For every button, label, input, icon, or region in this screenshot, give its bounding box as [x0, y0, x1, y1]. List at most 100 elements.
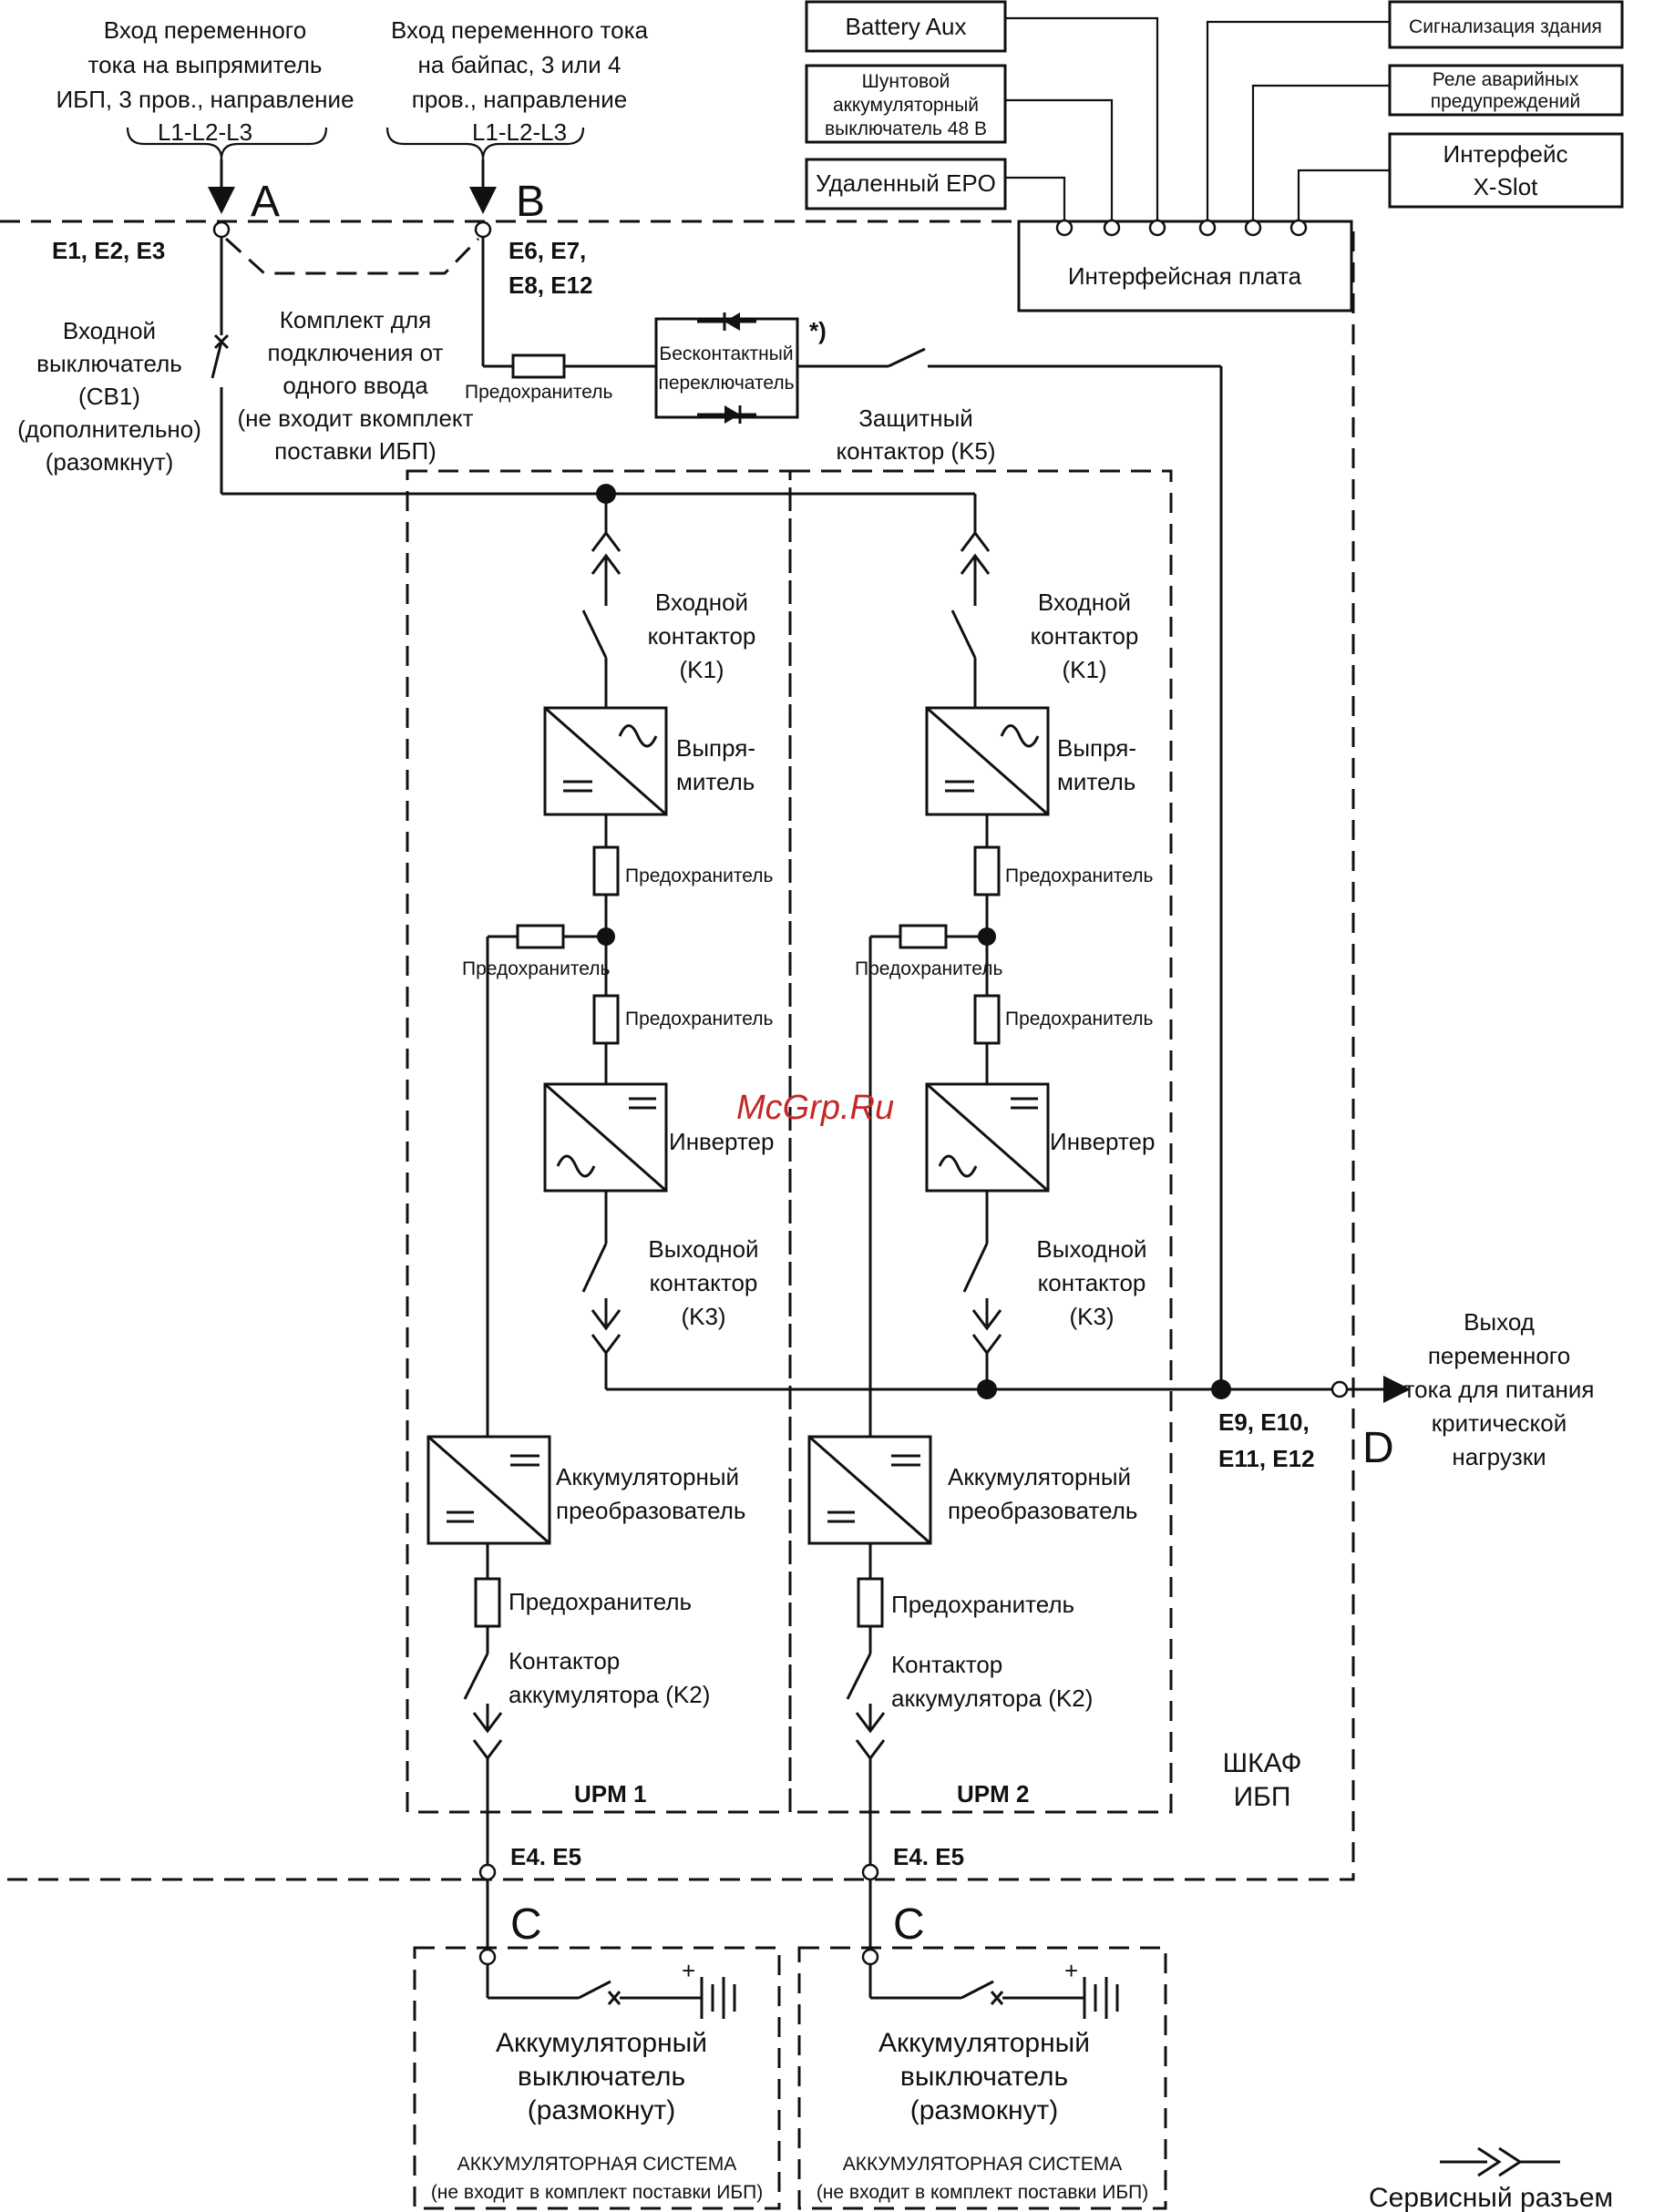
svg-text:переменного: переменного [1428, 1342, 1570, 1369]
svg-text:Аккумуляторный: Аккумуляторный [496, 2028, 707, 2058]
interface-board [1017, 220, 1353, 312]
alarm-relay-box [1388, 64, 1624, 117]
upm1-label: UPM 1 [574, 1780, 646, 1807]
svg-text:аккумуляторный: аккумуляторный [833, 95, 979, 116]
svg-text:Выходной: Выходной [648, 1235, 758, 1263]
svg-text:контактор: контактор [650, 1269, 758, 1296]
svg-text:(разомкнут): (разомкнут) [46, 448, 174, 476]
terminal-b [474, 220, 492, 239]
static-switch [654, 317, 799, 419]
svg-text:выключатель: выключатель [36, 350, 182, 377]
svg-text:аккумулятора (K2): аккумулятора (K2) [509, 1681, 710, 1708]
upm2-converter-fuse [857, 1577, 884, 1628]
terminals-d-line-1: E9, E10, [1218, 1408, 1310, 1436]
svg-text:выключатель: выключатель [518, 2062, 685, 2092]
bypass-input-line-2: на байпас, 3 или 4 [418, 51, 622, 78]
battery-connections: E4. E5 E4. E5 C C [478, 1843, 964, 1950]
svg-text:Предохранитель: Предохранитель [1005, 1009, 1153, 1029]
svg-text:контактор: контактор [1038, 1269, 1146, 1296]
shunt-breaker-box [805, 64, 1007, 144]
svg-text:E4. E5: E4. E5 [893, 1843, 964, 1870]
svg-text:Входной: Входной [655, 589, 748, 616]
svg-text:Выходной: Выходной [1036, 1235, 1146, 1263]
svg-text:ШКАФ: ШКАФ [1223, 1748, 1302, 1778]
bypass-input-line-4: L1-L2-L3 [472, 118, 567, 146]
svg-text:Предохранитель: Предохранитель [462, 958, 610, 979]
rectifier-input-line-2: тока на выпрямитель [88, 51, 323, 78]
upm2: Входной контактор (K1) Выпря- митель Пре… [807, 494, 1155, 1872]
battery-system-2: + Аккумуляторный выключатель (размокнут)… [797, 1946, 1167, 2210]
svg-text:(не входит вкомплект: (не входит вкомплект [237, 405, 473, 432]
building-alarm-label: Сигнализация здания [1409, 16, 1602, 37]
k5-label-line-1: Защитный [858, 405, 973, 432]
label-d: D [1362, 1424, 1394, 1472]
svg-text:подключения от: подключения от [268, 339, 444, 366]
upm2-label: UPM 2 [957, 1780, 1029, 1807]
svg-text:Шунтовой: Шунтовой [862, 71, 950, 92]
svg-text:Инвертер: Инвертер [1050, 1128, 1155, 1155]
input-breaker-cb1: Входной выключатель (CB1) (дополнительно… [17, 237, 230, 494]
upm1-inverter-fuse [592, 994, 620, 1045]
svg-text:Выпря-: Выпря- [676, 734, 755, 762]
svg-text:тока для питания: тока для питания [1404, 1376, 1595, 1403]
svg-text:АККУМУЛЯТОРНАЯ СИСТЕМА: АККУМУЛЯТОРНАЯ СИСТЕМА [843, 2154, 1123, 2175]
svg-text:(K3): (K3) [1069, 1303, 1114, 1330]
svg-text:+: + [682, 1957, 695, 1984]
svg-text:Аккумуляторный: Аккумуляторный [948, 1463, 1131, 1490]
battery-breaker-2-contact [961, 1980, 994, 2000]
svg-text:поставки ИБП): поставки ИБП) [274, 437, 437, 465]
svg-text:преобразователь: преобразователь [948, 1497, 1137, 1524]
single-feed-kit-link [224, 237, 480, 275]
terminals-b-line-1: E6, E7, [509, 237, 586, 264]
output-bus: E9, E10, E11, E12 D Выход переменного то… [606, 1308, 1595, 1472]
label-b: B [516, 178, 545, 226]
svg-text:нагрузки: нагрузки [1452, 1443, 1546, 1470]
svg-text:(K1): (K1) [679, 656, 724, 683]
svg-text:контактор: контактор [1031, 622, 1139, 650]
bypass-input-line-3: пров., направление [412, 86, 628, 113]
input-a: Вход переменного тока на выпрямитель ИБП… [52, 16, 354, 264]
upm1-converter-fuse [474, 1577, 501, 1628]
svg-text:Инвертер: Инвертер [669, 1128, 774, 1155]
svg-text:Предохранитель: Предохранитель [509, 1588, 692, 1615]
terminals-d-line-2: E11, E12 [1218, 1445, 1315, 1472]
terminal-a [212, 220, 231, 239]
svg-text:Предохранитель: Предохранитель [1005, 865, 1153, 886]
rectifier-input-line-3: ИБП, 3 пров., направление [56, 86, 354, 113]
label-c1: C [510, 1900, 542, 1949]
svg-text:одного ввода: одного ввода [283, 372, 428, 399]
svg-text:(не входит в комплект поставки: (не входит в комплект поставки ИБП) [817, 2182, 1148, 2203]
svg-text:Выход: Выход [1464, 1308, 1535, 1336]
terminals-b-line-2: E8, E12 [509, 271, 593, 299]
upm2-box [788, 469, 1173, 1814]
svg-text:Предохранитель: Предохранитель [625, 865, 773, 886]
svg-text:Входной: Входной [1038, 589, 1131, 616]
svg-text:критической: критической [1432, 1409, 1567, 1437]
svg-text:выключатель: выключатель [900, 2062, 1068, 2092]
svg-text:Контактор: Контактор [509, 1647, 620, 1674]
static-switch-line-1: Бесконтактный [659, 343, 793, 364]
k5-contact [888, 347, 926, 368]
svg-text:Предохранитель: Предохранитель [891, 1591, 1074, 1618]
svg-text:Предохранитель: Предохранитель [855, 958, 1002, 979]
svg-text:митель: митель [676, 768, 755, 795]
svg-text:E4. E5: E4. E5 [510, 1843, 581, 1870]
svg-text:Аккумуляторный: Аккумуляторный [878, 2028, 1090, 2058]
svg-text:митель: митель [1057, 768, 1135, 795]
xslot-box [1388, 132, 1624, 209]
svg-text:(CB1): (CB1) [78, 383, 140, 410]
upm1: Входной контактор (K1) Выпря- митель Пре… [426, 494, 774, 1872]
svg-text:аккумулятора (K2): аккумулятора (K2) [891, 1685, 1093, 1712]
k5-label-line-2: контактор (K5) [836, 437, 995, 465]
svg-text:Комплект для: Комплект для [280, 306, 431, 333]
input-b: Вход переменного тока на байпас, 3 или 4… [385, 16, 649, 299]
interface-board-label: Интерфейсная плата [1068, 262, 1302, 290]
upm2-battery-fuse [899, 924, 948, 949]
svg-text:ИБП: ИБП [1234, 1782, 1291, 1812]
upm1-battery-fuse [516, 924, 565, 949]
battery-system-1: + Аккумуляторный выключатель (размокнут)… [413, 1946, 781, 2210]
label-a: A [251, 178, 280, 226]
upm2-inverter-fuse [973, 994, 1001, 1045]
svg-text:Предохранитель: Предохранитель [625, 1009, 773, 1029]
